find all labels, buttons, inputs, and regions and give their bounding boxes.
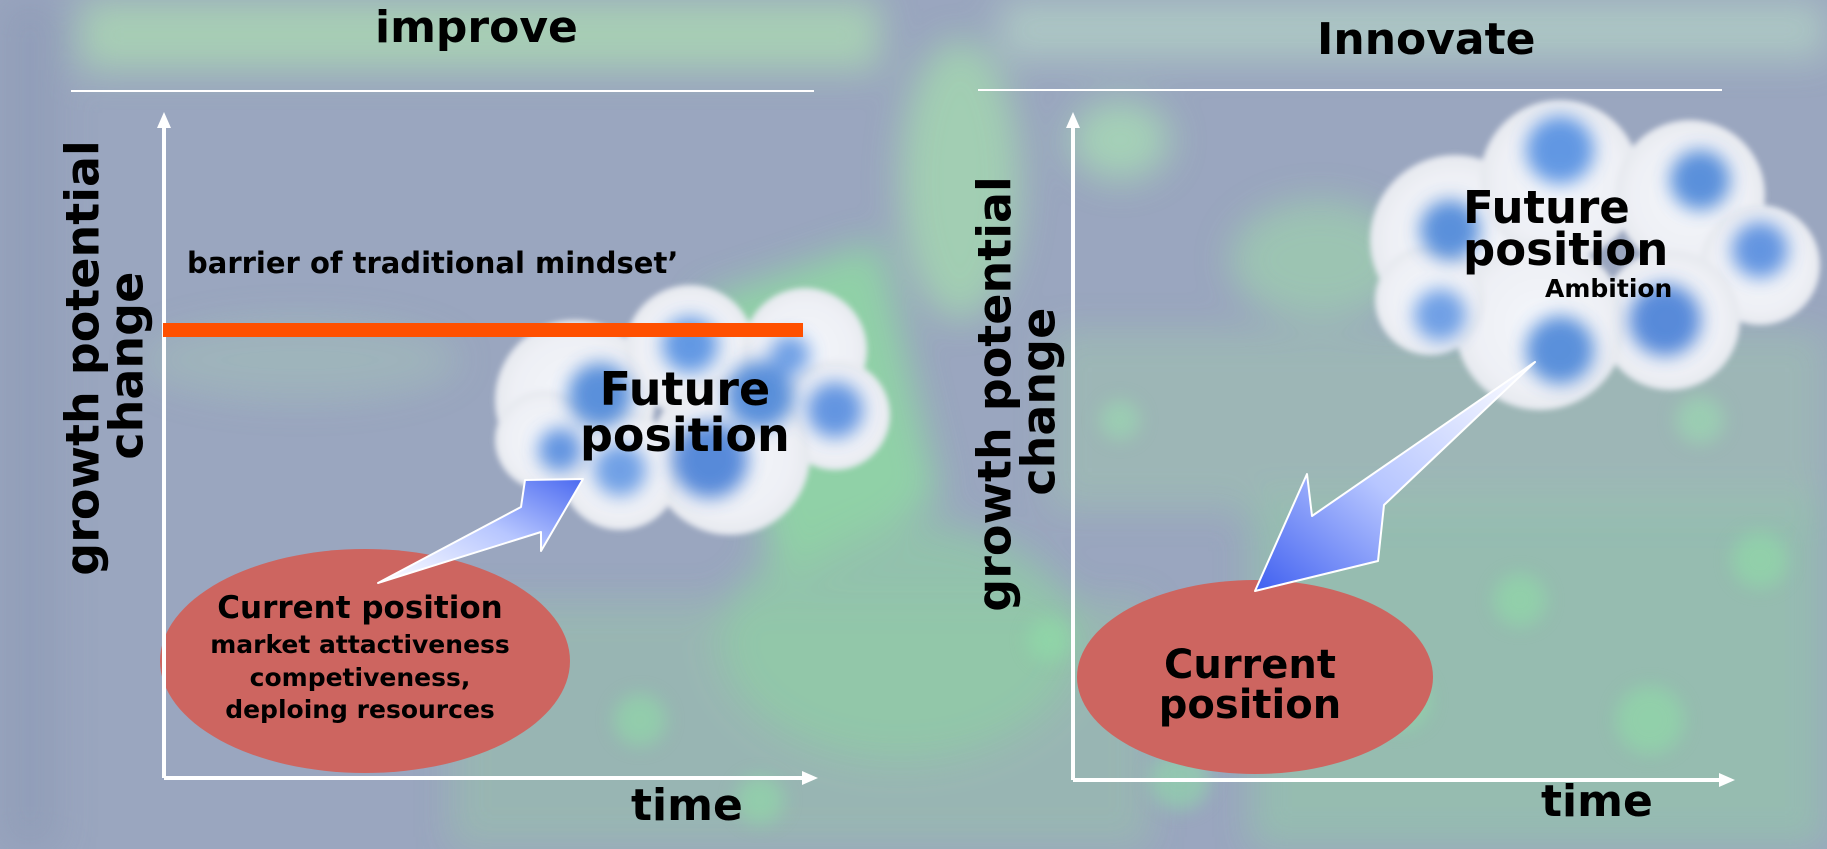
future-position-right: Future position <box>1463 185 1668 272</box>
ambition-label: Ambition <box>1545 274 1673 303</box>
current-right-line1: Current <box>1163 642 1336 688</box>
y-axis-label-right: growth potential change <box>967 176 1065 612</box>
x-axis-label-right: time <box>1541 776 1653 827</box>
current-left-line2: competiveness, <box>249 662 471 692</box>
current-left-line3: deploing resources <box>225 695 495 724</box>
arrow-right <box>1254 361 1536 592</box>
x-axis-label-left: time <box>631 780 743 831</box>
future-right-line2: position <box>1463 223 1669 277</box>
current-position-left: Current position market attactiveness co… <box>160 593 560 727</box>
current-right-line2: position <box>1158 682 1342 728</box>
future-left-line2: position <box>580 408 790 462</box>
current-ellipse-left <box>160 549 570 773</box>
x-axis-arrowhead-right <box>1719 773 1735 787</box>
y-axis-label-left: growth potential change <box>55 140 153 576</box>
panel-title-innovate: Innovate <box>1317 14 1536 65</box>
barrier-label: barrier of traditional mindset’ <box>187 246 679 280</box>
cloud-future-left <box>495 285 890 535</box>
y-axis-arrowhead-left <box>157 112 171 128</box>
y-axis-arrowhead-right <box>1066 112 1080 128</box>
current-left-title: Current position <box>217 590 503 626</box>
x-axis-arrowhead-left <box>802 771 818 785</box>
future-position-left: Future position <box>580 366 790 458</box>
y-axis-label-right-line2: change <box>1011 307 1065 496</box>
future-right-line1: Future <box>1463 181 1630 234</box>
panel-title-improve: improve <box>375 2 578 53</box>
cloud-future-right <box>1370 100 1820 410</box>
y-axis-label-left-line2: change <box>99 271 153 460</box>
arrow-left <box>377 478 584 584</box>
current-left-line1: market attactiveness <box>210 630 510 659</box>
current-position-right: Current position <box>1145 645 1355 725</box>
future-left-line1: Future <box>599 362 771 416</box>
barrier-line <box>163 323 803 337</box>
current-ellipse-right <box>1077 580 1433 774</box>
